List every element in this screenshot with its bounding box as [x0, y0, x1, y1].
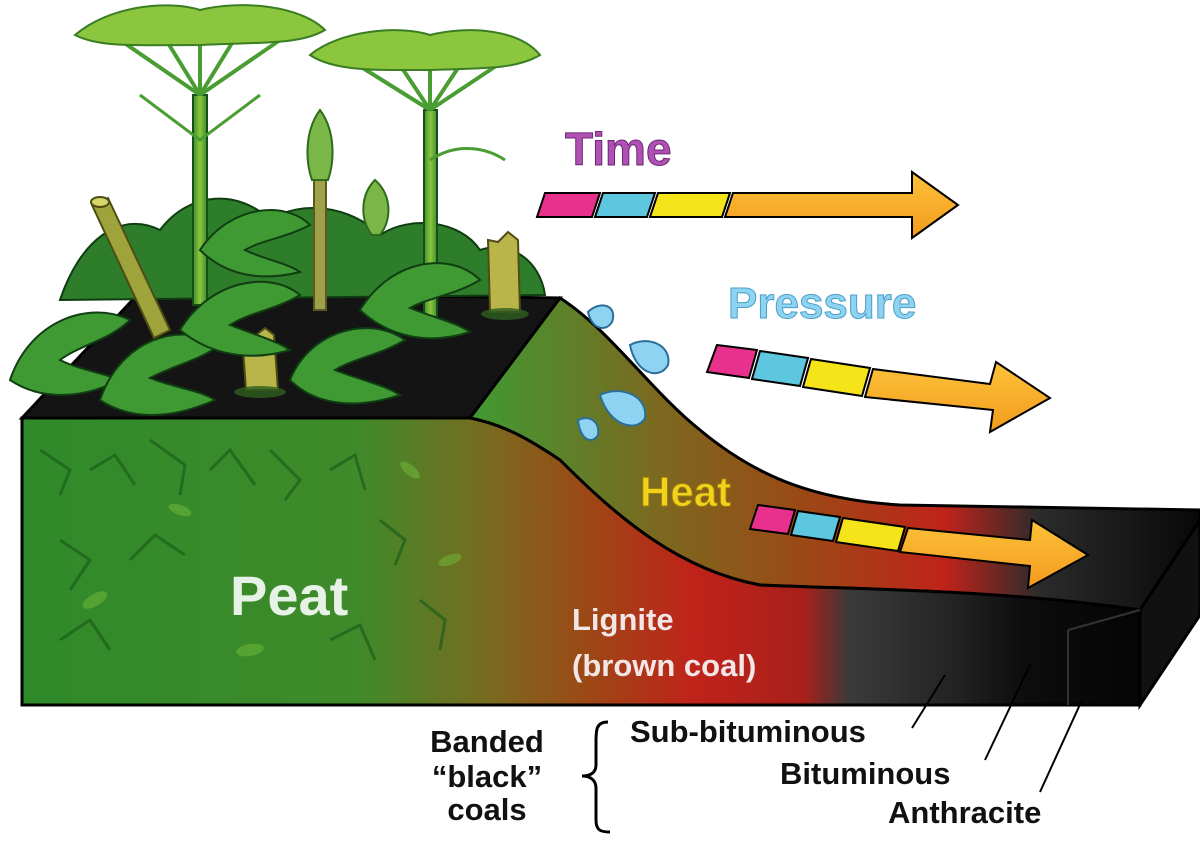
peat-texture — [39, 438, 447, 661]
end-face — [1138, 517, 1200, 710]
peat-leaf-fragments — [82, 461, 462, 657]
sub-bituminous-leader — [911, 674, 946, 729]
heat-arrow — [748, 503, 1090, 590]
anthracite-label: Anthracite — [888, 795, 1041, 830]
water-splash-icon — [576, 304, 670, 441]
coals-label: coals — [447, 792, 526, 827]
segment-cyan — [593, 192, 657, 218]
cone-plant-icon — [362, 178, 390, 236]
pressure-arrow — [705, 343, 1052, 434]
anthracite-leader — [1039, 699, 1083, 793]
segment-pink — [705, 343, 759, 380]
segment-cyan — [789, 509, 842, 543]
fern-icon — [8, 209, 482, 416]
heat-label: Heat — [640, 468, 731, 515]
segment-cyan — [750, 349, 810, 388]
segment-yellow — [834, 516, 907, 553]
segment-pink — [535, 192, 602, 218]
arrow-icon — [723, 170, 960, 240]
log-icon — [90, 196, 172, 340]
pressure-label: Pressure — [728, 279, 916, 328]
segment-yellow — [801, 357, 872, 398]
horsetail-icon — [306, 108, 334, 311]
lignite-label: Lignite — [572, 602, 674, 637]
front-face — [20, 416, 1142, 707]
segment-yellow — [648, 192, 732, 218]
sub-bituminous-label: Sub-bituminous — [630, 714, 866, 749]
arrow-icon — [863, 360, 1052, 434]
stump-icon — [481, 230, 529, 320]
bracket-icon — [581, 720, 611, 834]
time-arrow — [535, 170, 960, 240]
segment-pink — [748, 503, 797, 536]
lignite-sub-label: (brown coal) — [572, 648, 756, 683]
time-label: Time — [565, 123, 672, 175]
arrow-icon — [898, 518, 1090, 590]
black-label: “black” — [432, 759, 542, 794]
bituminous-label: Bituminous — [780, 756, 951, 791]
peat-label: Peat — [230, 564, 348, 627]
bituminous-leader — [984, 664, 1031, 761]
banded-label: Banded — [430, 724, 544, 759]
vegetation — [8, 4, 670, 441]
